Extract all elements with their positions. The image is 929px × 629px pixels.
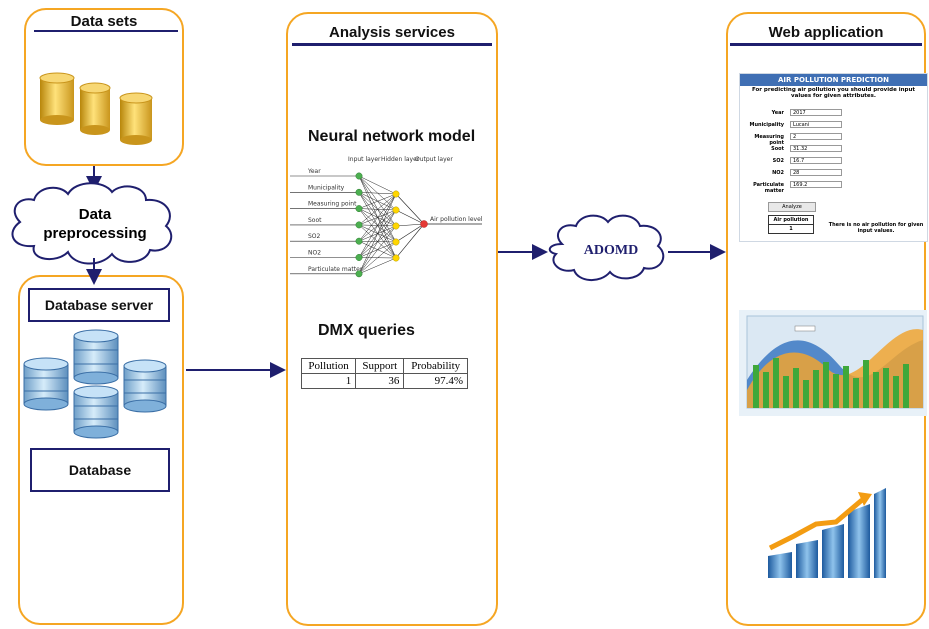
dmx-header-support: Support [355, 358, 405, 374]
webapp-title: Web application [768, 24, 884, 41]
no2-input[interactable]: 28 [790, 169, 842, 176]
soot-input[interactable]: 31.32 [790, 145, 842, 152]
dmx-header-pollution: Pollution [300, 358, 357, 374]
dmx-header-probability: Probability [403, 358, 468, 374]
nn-input-node [355, 205, 363, 213]
field-label: Year [771, 110, 784, 116]
nn-input-label: Measuring point [308, 201, 357, 208]
datasets-underline [34, 30, 178, 32]
webapp-underline [730, 43, 922, 46]
nn-output-node [420, 220, 428, 228]
measuring-point-input[interactable]: 2 [790, 133, 842, 140]
analyze-button[interactable]: Analyze [768, 202, 816, 212]
field-label: NO2 [772, 170, 784, 176]
dmx-result-table: Pollution Support Probability 1 36 97.4% [300, 358, 468, 389]
field-label: Measuring point [754, 134, 784, 146]
result-header: Air pollution [769, 216, 813, 225]
nn-input-node [355, 270, 363, 278]
form-row: SO2 16.7 [740, 156, 927, 166]
air-pollution-form: AIR POLLUTION PREDICTION For predicting … [739, 73, 928, 242]
nn-input-label: SO2 [308, 233, 321, 240]
nn-input-node [355, 221, 363, 229]
result-message: There is no air pollution for given inpu… [828, 222, 924, 234]
dmx-cell-support: 36 [355, 373, 405, 389]
nn-input-node [355, 237, 363, 245]
nn-output-label: Air pollution level [430, 216, 483, 223]
database-cylinders-icon [23, 329, 167, 439]
form-row: Year 2017 [740, 108, 927, 118]
municipality-input[interactable]: Lucani [790, 121, 842, 128]
nn-layer-label: Hidden layer [381, 156, 420, 163]
database-server-box: Database server [28, 288, 170, 322]
growth-chart-icon [768, 488, 886, 578]
database-box: Database [30, 448, 170, 492]
nn-hidden-node [392, 254, 400, 262]
nn-layer-label: Output layer [415, 156, 453, 163]
analysis-title: Analysis services [329, 24, 455, 41]
nn-input-label: Municipality [308, 184, 345, 191]
nn-hidden-node [392, 238, 400, 246]
nn-hidden-node [392, 190, 400, 198]
form-title: AIR POLLUTION PREDICTION [740, 74, 927, 86]
nn-input-label: NO2 [308, 250, 321, 257]
nn-input-node [355, 254, 363, 261]
gold-database-icon [39, 72, 153, 145]
field-label: Municipality [749, 122, 784, 128]
field-label: SO2 [772, 158, 784, 164]
field-label: Particulate matter [753, 182, 784, 194]
form-row: Municipality Lucani [740, 120, 927, 130]
preprocessing-label: Data preprocessing [43, 206, 147, 242]
analysis-panel: Analysis services [286, 12, 498, 626]
nn-hidden-node [392, 222, 400, 230]
so2-input[interactable]: 16.7 [790, 157, 842, 164]
analysis-underline [292, 43, 492, 46]
particulate-input[interactable]: 169.2 [790, 181, 842, 188]
nn-heading: Neural network model [308, 128, 476, 145]
form-row: NO2 28 [740, 168, 927, 178]
result-table: Air pollution 1 [768, 215, 814, 234]
form-row: Soot 31.32 [740, 144, 927, 154]
chart-thumbnail-image [739, 310, 927, 416]
result-value: 1 [789, 226, 793, 232]
datasets-title: Data sets [70, 13, 138, 30]
nn-input-label: Soot [308, 217, 322, 224]
nn-input-label: Particulate matter [308, 266, 363, 273]
preprocessing-cloud-icon [11, 182, 173, 265]
adomd-cloud-icon [548, 214, 665, 281]
adomd-label: ADOMD [583, 243, 639, 258]
nn-input-label: Year [307, 168, 321, 175]
nn-layer-label: Input layer [348, 156, 381, 163]
field-label: Soot [771, 146, 784, 152]
year-input[interactable]: 2017 [790, 109, 842, 116]
form-row: Particulate matter 169.2 [740, 180, 927, 194]
nn-hidden-node [392, 206, 400, 214]
nn-input-node [355, 172, 363, 180]
nn-input-node [355, 188, 363, 196]
form-intro: For predicting air pollution you should … [751, 87, 915, 99]
dmx-cell-probability: 97.4% [403, 373, 468, 389]
form-row: Measuring point 2 [740, 132, 927, 146]
dmx-heading: DMX queries [318, 322, 415, 339]
dmx-cell-pollution: 1 [300, 373, 357, 389]
